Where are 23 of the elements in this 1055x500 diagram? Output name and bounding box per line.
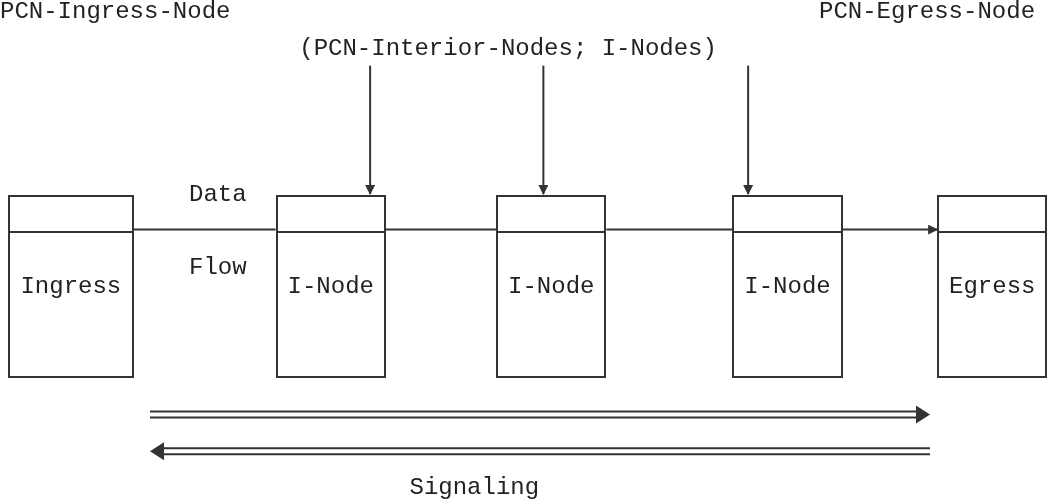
- node-label: PCN-Egress-Node: [819, 0, 1036, 27]
- node-label: (PCN-Interior-Nodes; I-Nodes): [299, 33, 717, 64]
- arrow: [743, 64, 754, 195]
- node-name: I-Node: [744, 271, 831, 302]
- flow-label: Data: [189, 180, 247, 210]
- connector-line: [132, 228, 277, 231]
- node-name: Ingress: [20, 271, 122, 302]
- node-box: [275, 195, 386, 378]
- arrow: [365, 64, 376, 195]
- arrow: [538, 64, 549, 195]
- arrow: [841, 224, 939, 235]
- node-name: I-Node: [508, 271, 595, 302]
- connector-line: [384, 228, 498, 231]
- signaling-label: Signaling: [409, 472, 540, 500]
- connector-line: [605, 228, 734, 231]
- node-label: PCN-Ingress-Node: [0, 0, 231, 27]
- node-box: [496, 195, 607, 378]
- flow-label: Flow: [189, 253, 247, 284]
- node-box: [7, 195, 134, 378]
- node-box: [732, 195, 843, 378]
- node-name: Egress: [949, 271, 1036, 302]
- node-name: I-Node: [287, 271, 374, 302]
- node-box: [937, 195, 1048, 378]
